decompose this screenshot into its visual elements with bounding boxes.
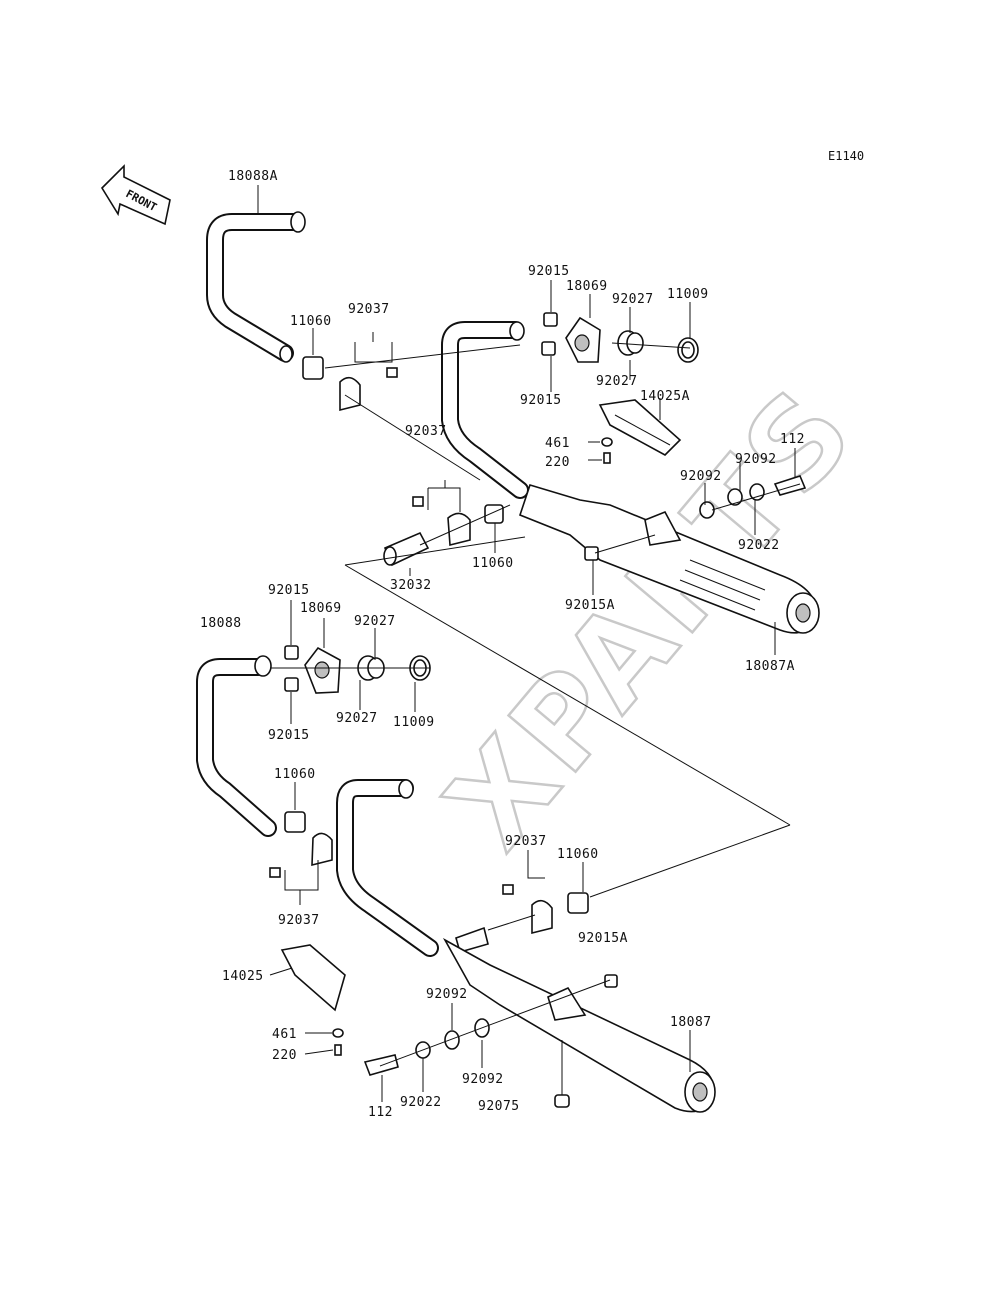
flange-18069-lower [304,646,341,694]
label-92092-d: 92092 [462,1072,504,1087]
label-11009-b: 11009 [393,715,435,730]
label-11060-c: 11060 [274,767,316,782]
label-92027-d: 92027 [336,711,378,726]
nut-92015-lower-b [284,677,299,692]
label-92015-a: 92015 [528,264,570,279]
label-18087: 18087 [670,1015,712,1030]
nut-92015-lower-a [284,645,299,660]
label-92092-b: 92092 [680,469,722,484]
label-11060-d: 11060 [557,847,599,862]
front-arrow-icon: FRONT [100,164,171,226]
nut-92015-upper-b [541,341,556,356]
flange-18069-upper [565,316,601,363]
exhaust-pipe-lower-right [336,779,489,957]
label-32032: 32032 [390,578,432,593]
label-18069-a: 18069 [566,279,608,294]
gasket-11060-lower-left [284,811,306,833]
gasket-11009-upper [677,337,699,363]
label-92075: 92075 [478,1099,520,1114]
label-112-a: 112 [780,432,805,447]
gasket-11060-upper-left [302,356,324,380]
label-18069-b: 18069 [300,601,342,616]
gasket-11060-lower-right [567,892,589,914]
label-92022-b: 92022 [400,1095,442,1110]
label-18088a: 18088A [228,169,278,184]
label-92037-c: 92037 [505,834,547,849]
bush-92092-lower-a [444,1030,460,1050]
label-92015a-b: 92015A [578,931,628,946]
collar-92027-upper [617,330,644,356]
label-92092-a: 92092 [735,452,777,467]
washer-92022-upper [749,483,765,501]
exhaust-pipe-18088 [196,655,277,837]
label-11009-a: 11009 [667,287,709,302]
label-92015-c: 92015 [268,583,310,598]
gasket-11060-upper-mid [484,504,504,524]
label-220-a: 220 [545,455,570,470]
label-92027-a: 92027 [612,292,654,307]
nut-92015a-upper [584,546,599,561]
label-92027-c: 92027 [354,614,396,629]
label-11060-b: 11060 [472,556,514,571]
exhaust-pipe-upper-right [441,321,529,499]
bush-92092-upper-b [699,501,715,519]
bolt-112-upper [773,475,807,496]
label-14025a: 14025A [640,389,690,404]
label-92092-c: 92092 [426,987,468,1002]
cap-92075 [554,1094,570,1108]
muffler-18087a [519,484,820,634]
washer-461-upper [601,437,613,447]
label-112-b: 112 [368,1105,393,1120]
clamp-92037-upper-left [339,367,398,412]
label-14025: 14025 [222,969,264,984]
bolt-220-lower [334,1044,342,1056]
label-461-a: 461 [545,436,570,451]
label-92022-a: 92022 [738,538,780,553]
joint-pipe-32032 [383,531,430,567]
label-11060-a: 11060 [290,314,332,329]
part-labels: 18088A 11060 92037 92015 18069 92027 110… [200,169,805,1120]
label-461-b: 461 [272,1027,297,1042]
muffler-18087 [442,937,716,1113]
label-18087a: 18087A [745,659,795,674]
label-92037-d: 92037 [278,913,320,928]
cover-14025 [280,944,346,1012]
label-18088: 18088 [200,616,242,631]
leader-lines [257,185,801,1102]
label-220-b: 220 [272,1048,297,1063]
label-92037-a: 92037 [348,302,390,317]
exhaust-pipe-18088a [206,211,306,363]
bolt-220-upper [603,452,611,464]
cover-14025a [598,399,682,456]
clamp-92037-lower-right [502,884,553,935]
nut-lower-right [604,974,618,988]
label-92027-b: 92027 [596,374,638,389]
nut-92015-upper-a [543,312,558,327]
clamp-92037-upper-mid [412,496,471,547]
diagram-code: E1140 [828,149,864,163]
label-92037-b: 92037 [405,424,447,439]
label-92015-b: 92015 [520,393,562,408]
washer-461-lower [332,1028,344,1038]
label-92015-d: 92015 [268,728,310,743]
clamp-92037-lower-left [269,832,333,878]
label-92015a-a: 92015A [565,598,615,613]
bush-92092-upper-a [727,488,743,506]
